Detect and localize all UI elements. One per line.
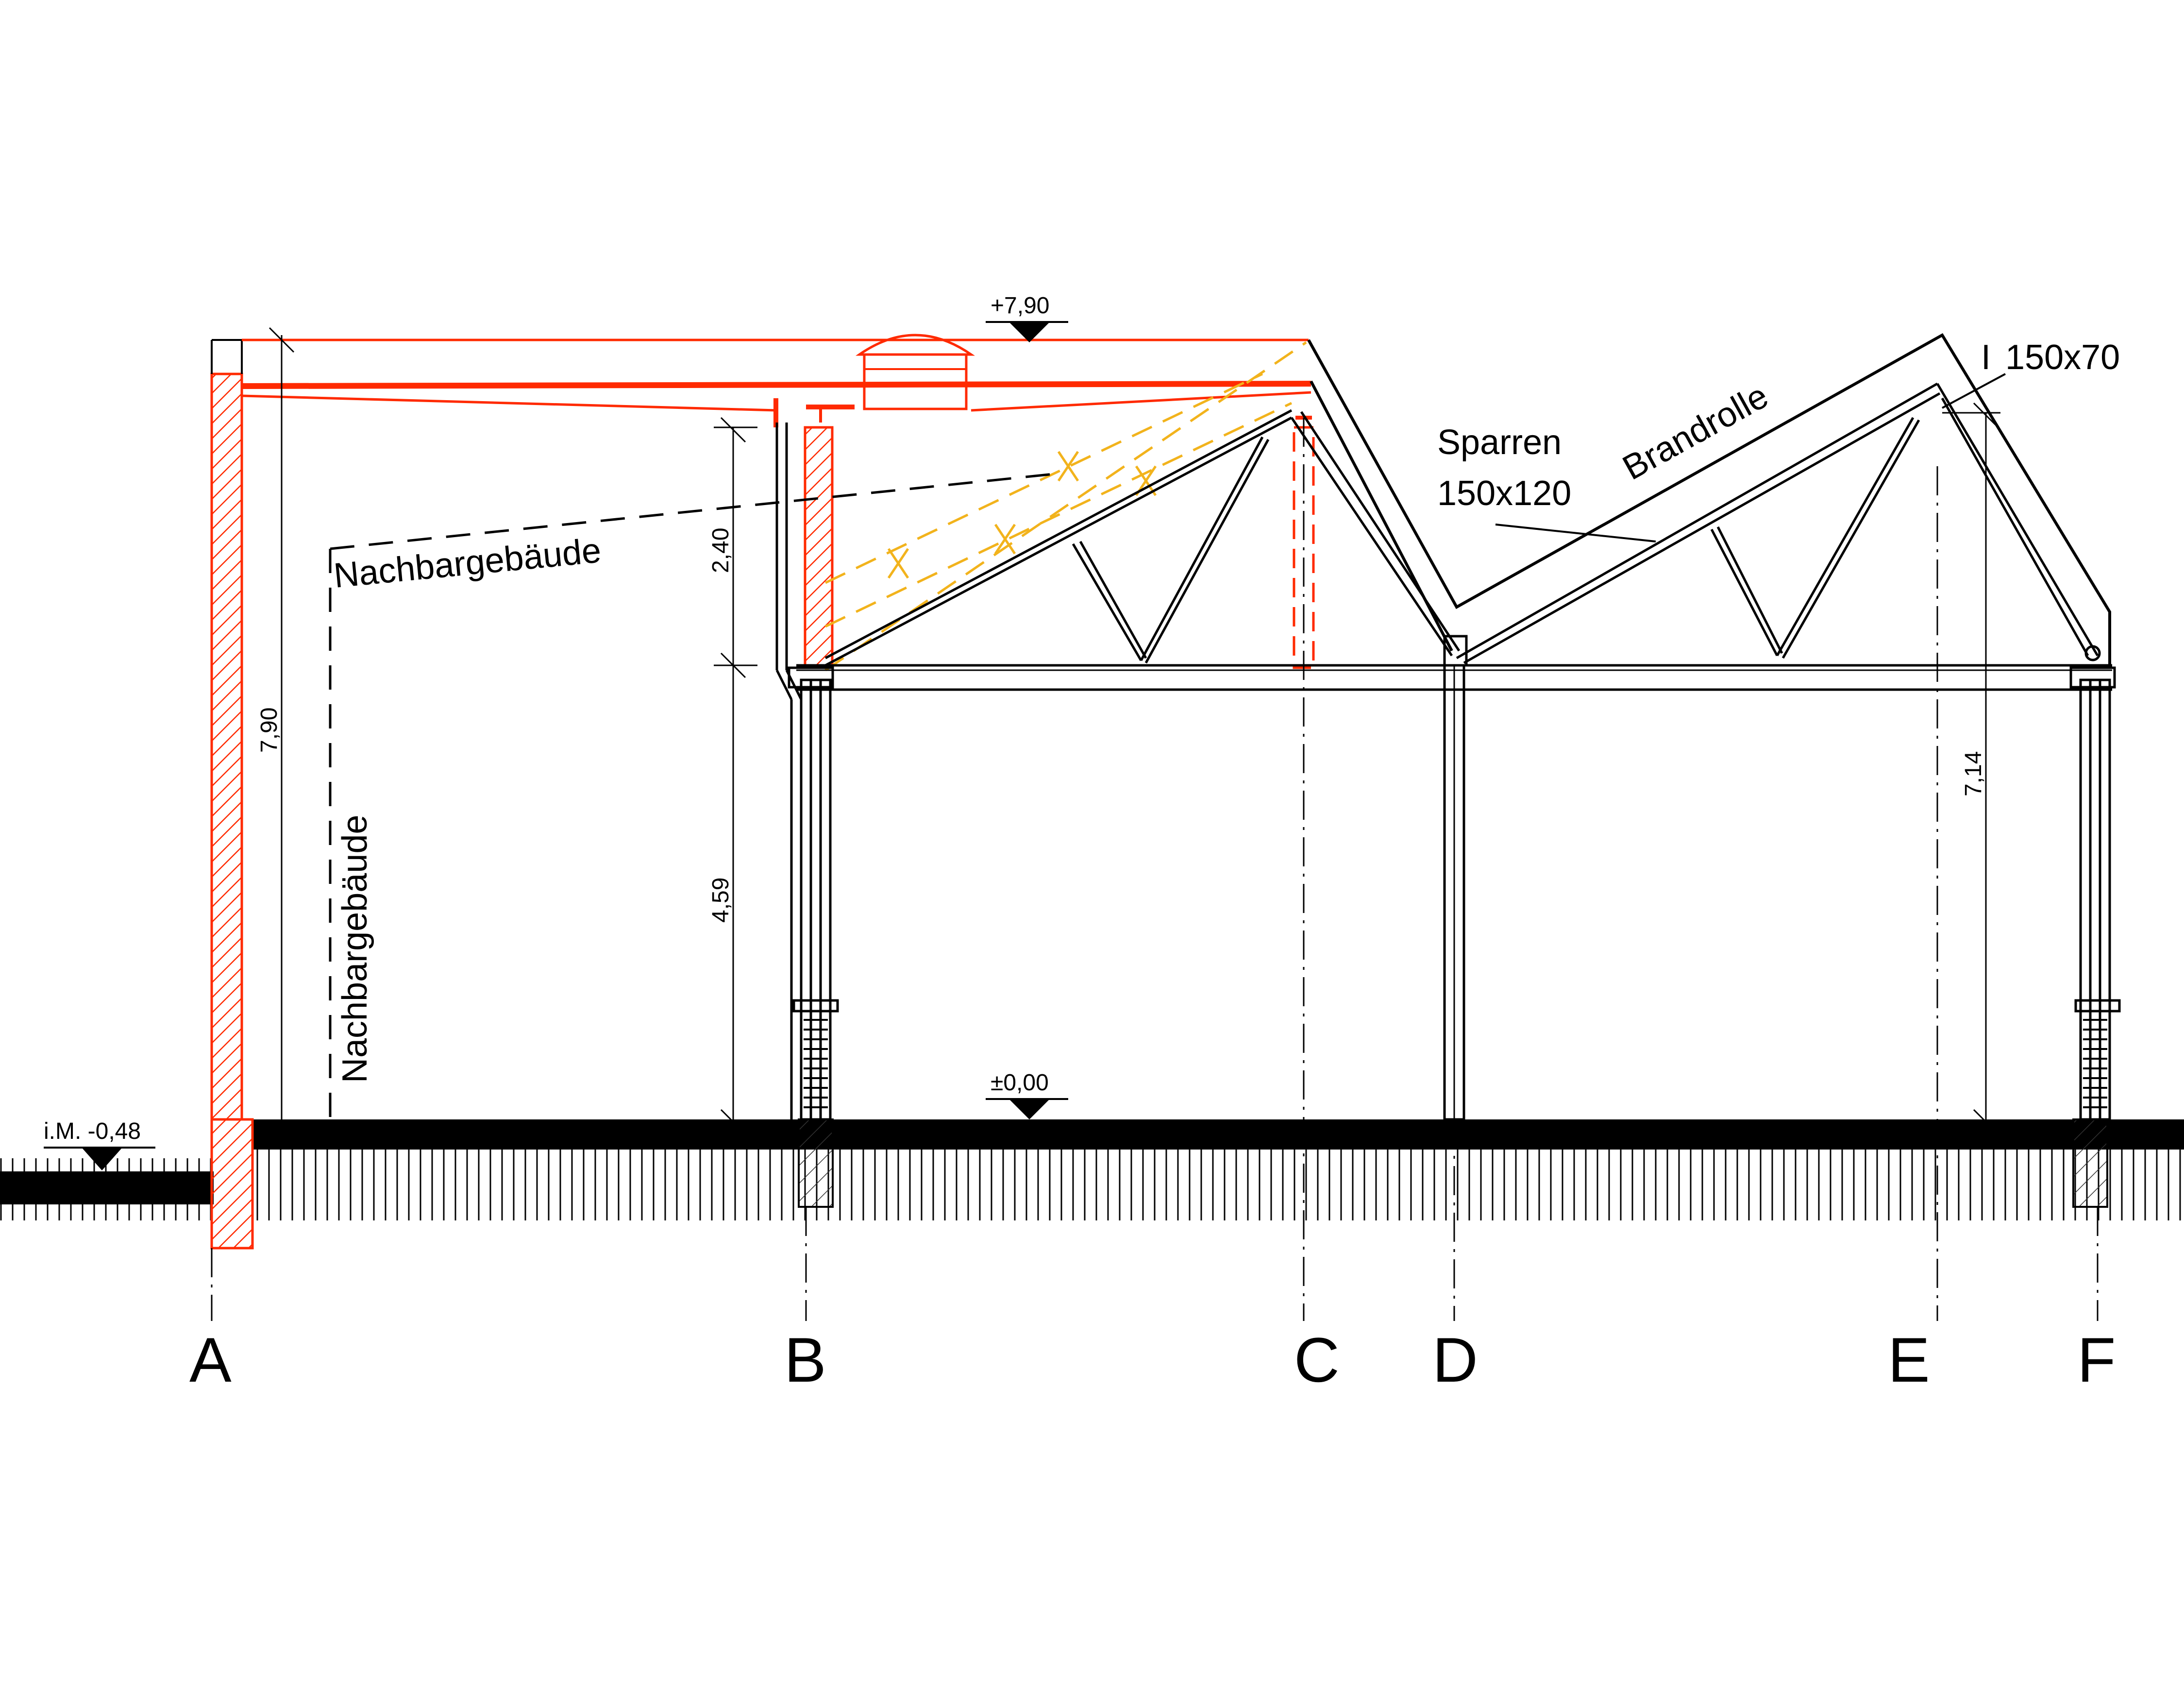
column-bases: [804, 1019, 2107, 1108]
level-ground-label: ±0,00: [991, 1070, 1049, 1096]
level-outside-label: i.M. -0,48: [44, 1118, 141, 1144]
beam-profile-label: 150x70: [2005, 338, 2120, 377]
ground: [0, 1119, 2184, 1220]
foundation-f: [2072, 1118, 2108, 1208]
fire-roll-label: Brandrolle: [1616, 376, 1775, 488]
yellow-dashed-lines: [824, 341, 1307, 672]
axis-label-f: F: [2077, 1324, 2116, 1395]
foundation-b: [798, 1118, 834, 1208]
beam-profile-symbol: I: [1981, 338, 1991, 377]
axis-label-b: B: [784, 1324, 826, 1395]
neighbor-label-horizontal: Nachbargebäude: [332, 531, 603, 595]
dimension-lines: [269, 327, 2000, 1135]
neighbor-label-vertical: Nachbargebäude: [336, 815, 374, 1083]
axis-label-a: A: [189, 1324, 232, 1395]
axis-label-c: C: [1294, 1324, 1340, 1395]
dim-lower-height: 4,59: [708, 878, 734, 923]
steel-structure: [775, 333, 2121, 1121]
left-wall-demolition: [210, 339, 254, 1250]
rafter-label-1: Sparren: [1437, 423, 1562, 462]
level-markers: [44, 321, 1068, 1170]
dim-total-height: 7,90: [256, 708, 282, 753]
rafter-label-2: 150x120: [1437, 474, 1571, 513]
axis-label-e: E: [1888, 1324, 1930, 1395]
neighbor-outline: [329, 472, 1059, 1119]
axis-label-d: D: [1432, 1324, 1478, 1395]
axis-lines: [211, 418, 2099, 1321]
dim-upper-height: 2,40: [708, 528, 734, 573]
beam-leader: [1942, 373, 2006, 409]
level-top-label: +7,90: [991, 293, 1049, 319]
dim-right-height: 7,14: [1961, 751, 1986, 796]
wall-b-demolition: [804, 426, 834, 669]
yellow-crosses: [887, 451, 1157, 579]
rafter-leader: [1495, 524, 1656, 542]
